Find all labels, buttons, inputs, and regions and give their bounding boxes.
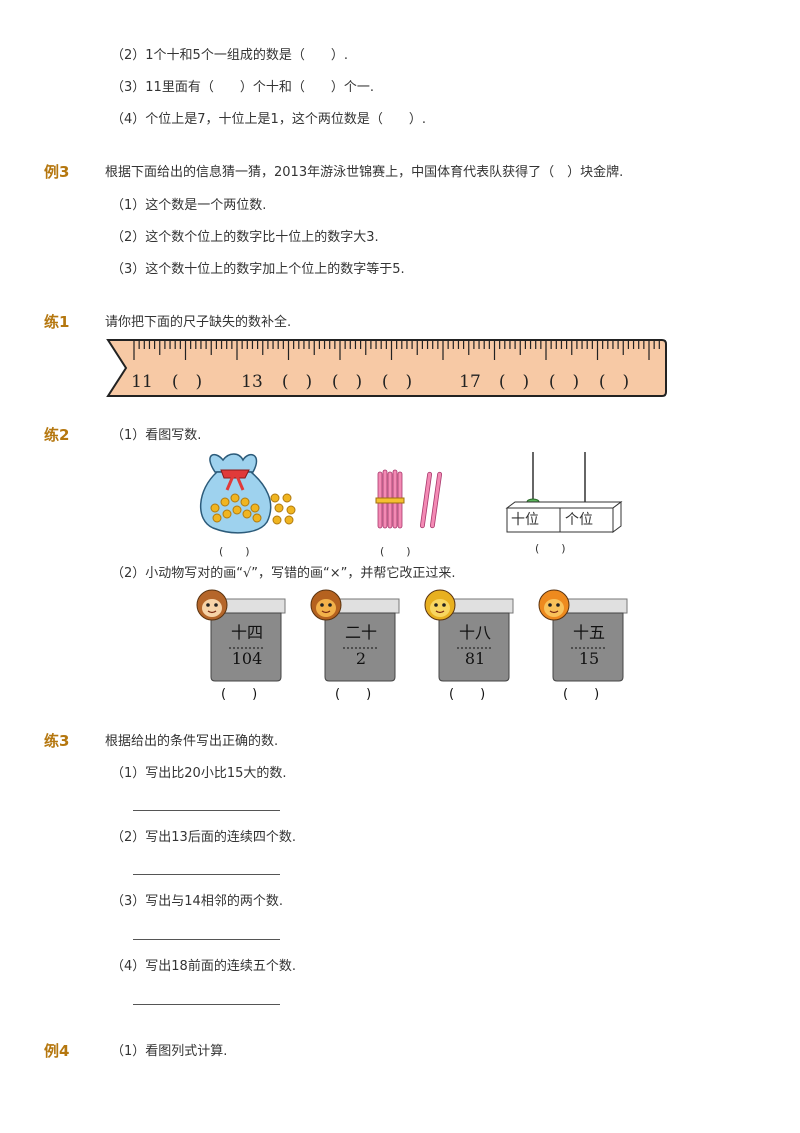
blank-bag[interactable]: ( ): [219, 545, 250, 558]
animal-card: 十四 104 ( ): [196, 589, 287, 702]
practice-3-question: 根据给出的条件写出正确的数.: [105, 734, 279, 749]
ruler-blank[interactable]: ( ): [332, 372, 362, 392]
monkey-icon: [196, 589, 228, 621]
ruler-number: 17: [459, 372, 481, 392]
card-chinese-number: 二十: [344, 623, 377, 642]
answer-line-2[interactable]: [133, 874, 280, 875]
abacus-tens-label: 十位: [511, 512, 539, 528]
answer-line-1[interactable]: [133, 810, 280, 811]
question-item-2: （2）1个十和5个一组成的数是（ ）.: [111, 48, 348, 63]
animal-card: 二十 2 ( ): [310, 589, 401, 702]
ruler-blank[interactable]: ( ): [382, 372, 412, 392]
example-3-label: 例3: [44, 163, 70, 181]
lion-icon: [310, 589, 342, 621]
card-chinese-number: 十八: [458, 623, 491, 642]
card-digit-number: 15: [578, 649, 600, 668]
practice-2-label: 练2: [44, 426, 70, 444]
card-answer-blank[interactable]: ( ): [563, 687, 600, 702]
cat-icon: [424, 589, 456, 621]
card-answer-blank[interactable]: ( ): [335, 687, 372, 702]
practice-2-sub1: （1）看图写数.: [111, 428, 202, 443]
answer-line-3[interactable]: [133, 939, 280, 940]
example-3-item-2: （2）这个数个位上的数字比十位上的数字大3.: [111, 230, 379, 245]
card-chinese-number: 十五: [572, 623, 605, 642]
card-digit-number: 2: [355, 649, 367, 668]
practice-3-item-3: （3）写出与14相邻的两个数.: [111, 894, 283, 909]
answer-line-4[interactable]: [133, 1004, 280, 1005]
tiger-icon: [538, 589, 570, 621]
practice-2-sub2: （2）小动物写对的画“√”，写错的画“×”，并帮它改正过来.: [111, 566, 456, 581]
question-item-3: （3）11里面有（ ）个十和（ ）个一.: [111, 80, 374, 95]
ruler-figure: 11 ( ) 13 ( ) ( ) ( ) 17 ( ) ( ) ( ): [106, 339, 667, 397]
question-item-4: （4）个位上是7，十位上是1，这个两位数是（ ）.: [111, 112, 426, 127]
ruler-number: 11: [131, 372, 153, 392]
example-4-label: 例4: [44, 1042, 70, 1060]
practice-3-item-2: （2）写出13后面的连续四个数.: [111, 830, 296, 845]
ruler-body: [106, 339, 667, 397]
ruler-blank[interactable]: ( ): [172, 372, 202, 392]
ruler-blank[interactable]: ( ): [282, 372, 312, 392]
card-chinese-number: 十四: [230, 623, 263, 642]
example-3-question: 根据下面给出的信息猜一猜，2013年游泳世锦赛上，中国体育代表队获得了（ ）块金…: [105, 165, 624, 180]
animal-card: 十八 81 ( ): [424, 589, 515, 702]
ruler-blank[interactable]: ( ): [549, 372, 579, 392]
practice-3-item-4: （4）写出18前面的连续五个数.: [111, 959, 296, 974]
practice-3-label: 练3: [44, 732, 70, 750]
example-3-item-1: （1）这个数是一个两位数.: [111, 198, 267, 213]
card-answer-blank[interactable]: ( ): [449, 687, 486, 702]
animal-card: 十五 15 ( ): [538, 589, 629, 702]
ruler-number: 13: [241, 372, 263, 392]
card-digit-number: 81: [464, 649, 486, 668]
money-bag-icon: [199, 453, 296, 534]
card-answer-blank[interactable]: ( ): [221, 687, 258, 702]
ruler-blank[interactable]: ( ): [499, 372, 529, 392]
stick-bundle-icon: [375, 469, 443, 529]
abacus-icon: [505, 452, 623, 533]
example-4-item-1: （1）看图列式计算.: [111, 1044, 228, 1059]
example-3-item-3: （3）这个数十位上的数字加上个位上的数字等于5.: [111, 262, 405, 277]
practice-1-label: 练1: [44, 313, 70, 331]
blank-abacus[interactable]: ( ): [535, 542, 566, 555]
blank-sticks[interactable]: ( ): [380, 545, 411, 558]
practice-3-item-1: （1）写出比20小比15大的数.: [111, 766, 287, 781]
abacus-ones-label: 个位: [565, 512, 593, 528]
ruler-blank[interactable]: ( ): [599, 372, 629, 392]
practice-1-question: 请你把下面的尺子缺失的数补全.: [105, 315, 292, 330]
card-digit-number: 104: [231, 649, 263, 668]
